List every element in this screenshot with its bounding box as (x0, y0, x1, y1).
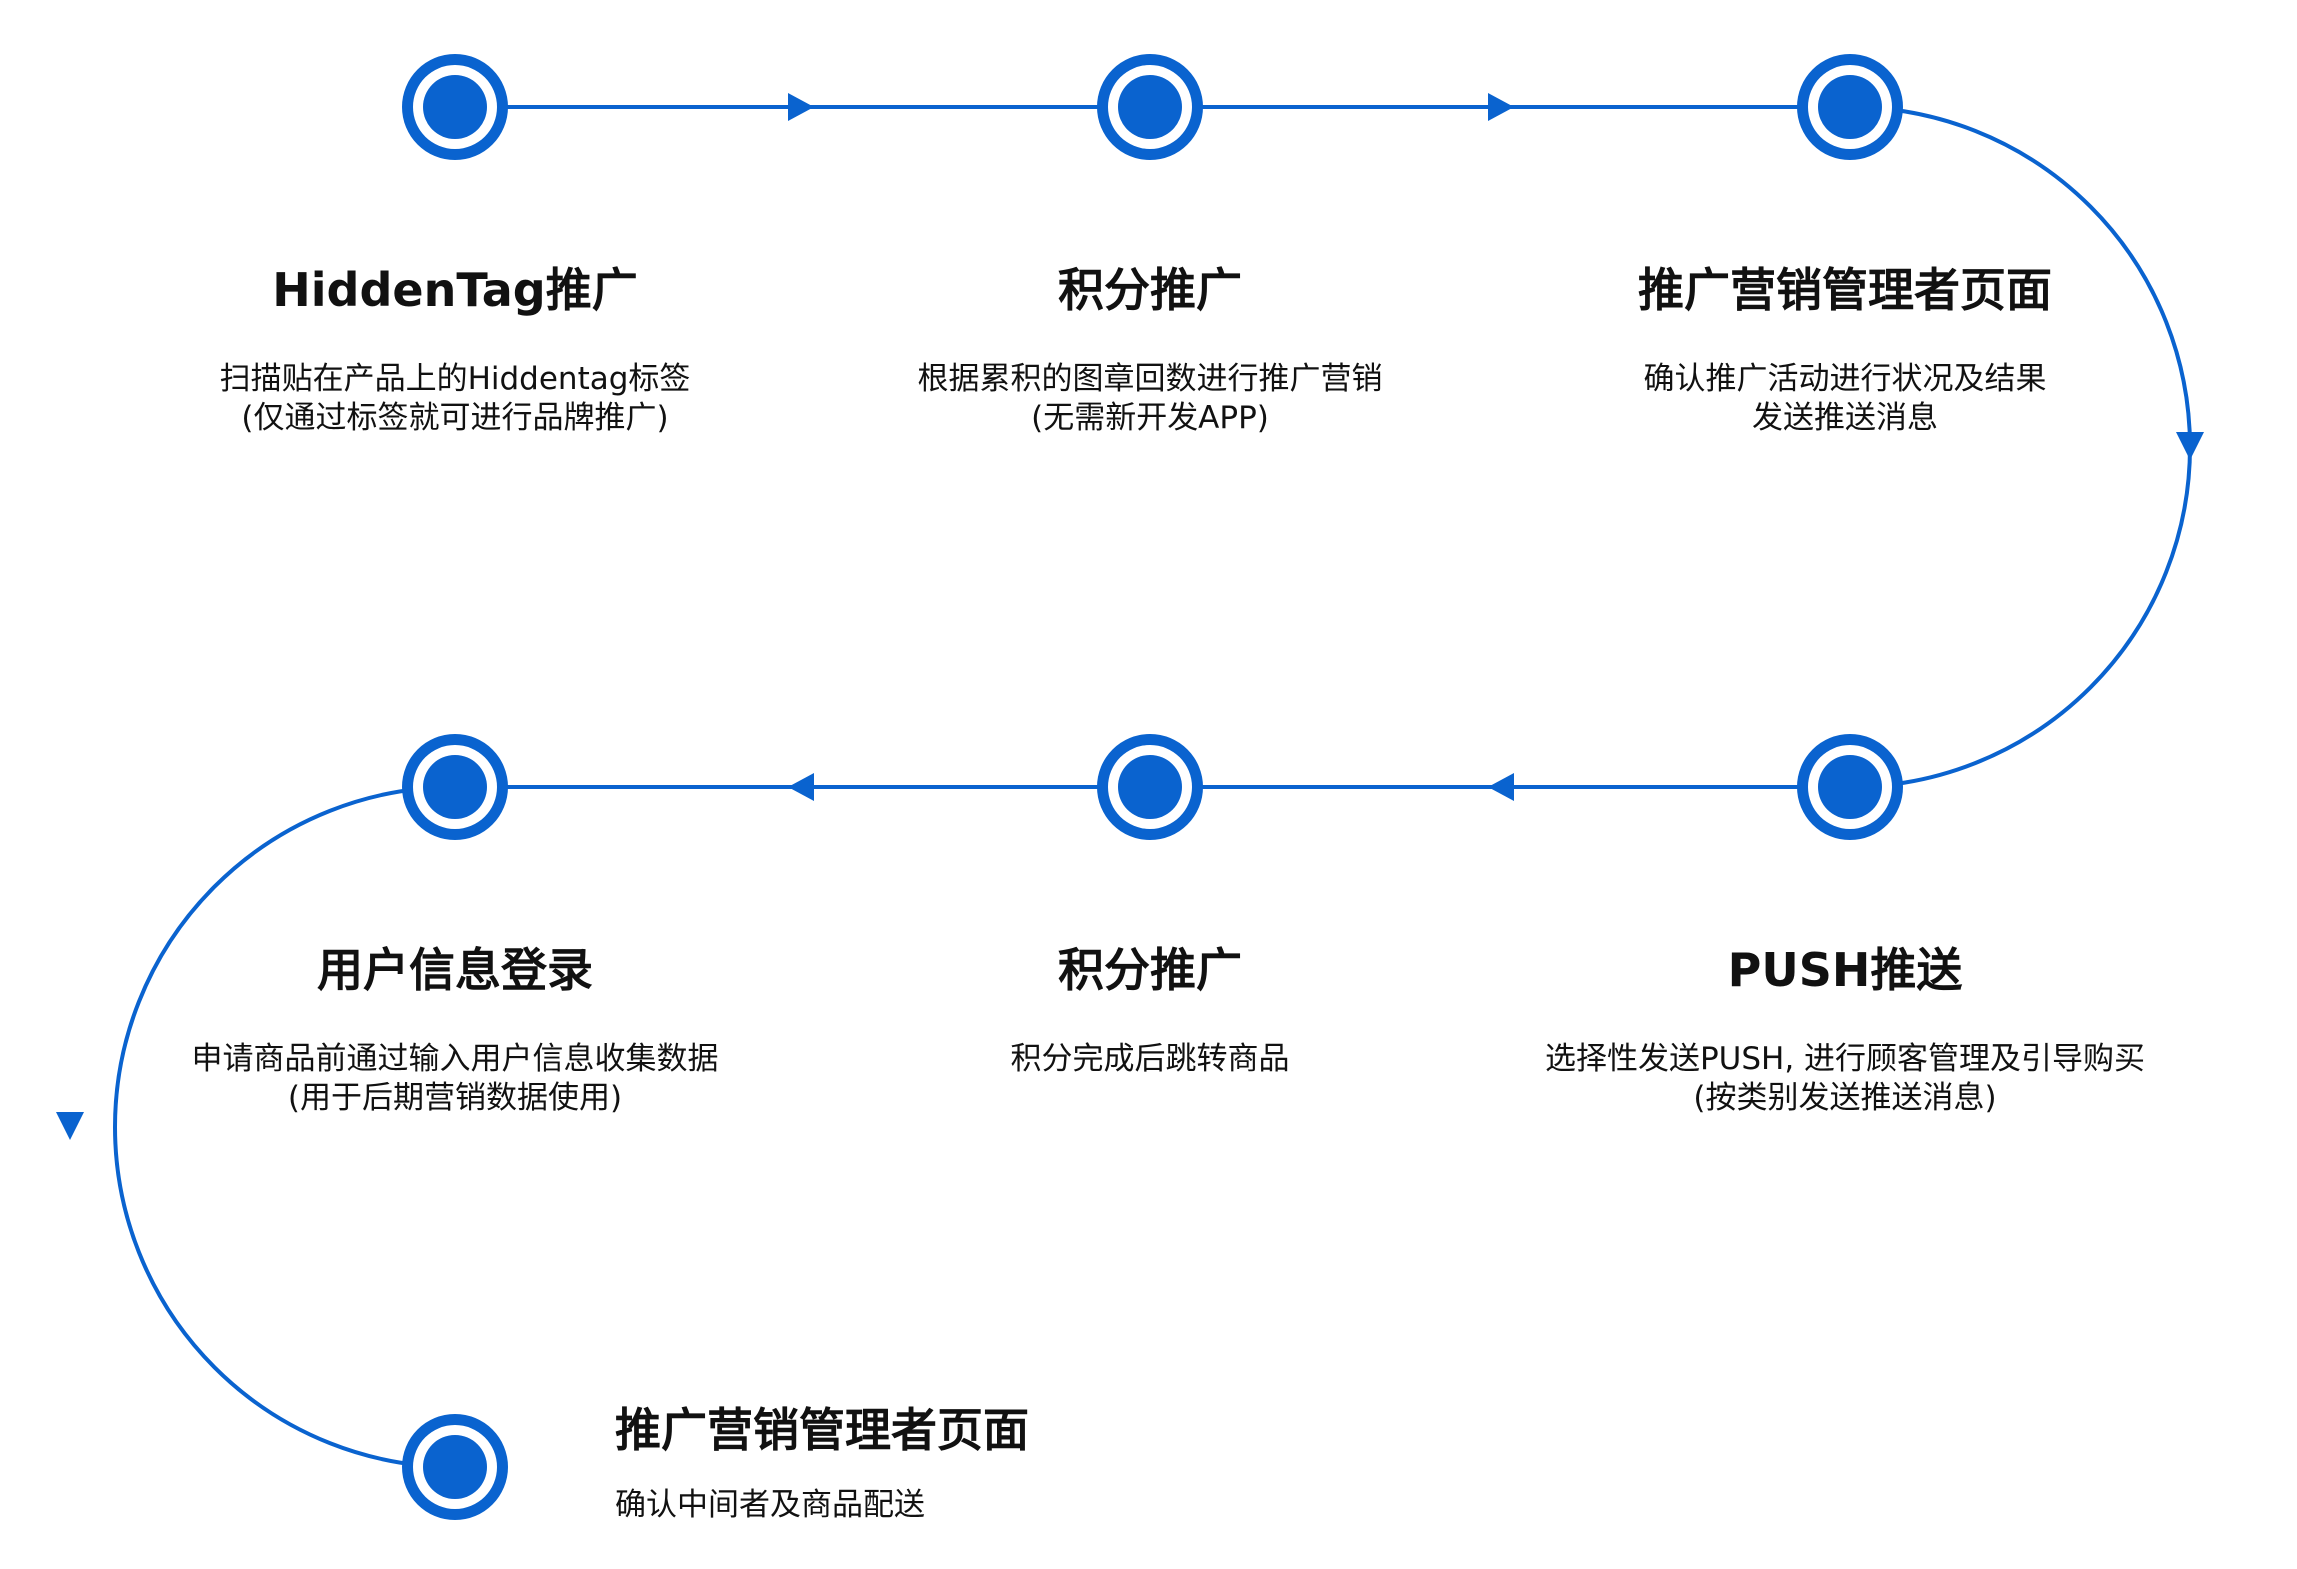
step-description: 确认中间者及商品配送 (615, 1486, 1315, 1525)
step-description-line: 积分完成后跳转商品 (1010, 1041, 1290, 1077)
step-description-line: (按类别发送推送消息) (1693, 1080, 1997, 1116)
step-description-line: 确认中间者及商品配送 (615, 1487, 925, 1523)
step-description-line: 选择性发送PUSH, 进行顾客管理及引导购买 (1544, 1041, 2146, 1077)
step-description-line: (仅通过标签就可进行品牌推广) (241, 400, 669, 436)
node-inner-dot (423, 75, 487, 139)
step-description-line: 确认推广活动进行状况及结果 (1643, 361, 2047, 397)
step-description: 扫描贴在产品上的Hiddentag标签 (仅通过标签就可进行品牌推广) (135, 360, 775, 438)
step-description-line: 扫描贴在产品上的Hiddentag标签 (219, 361, 691, 397)
connector-3-4 (1849, 105, 2192, 789)
step-description-line: 申请商品前通过输入用户信息收集数据 (191, 1041, 719, 1077)
node-inner-dot (1818, 75, 1882, 139)
step-user-registration: 用户信息登录 申请商品前通过输入用户信息收集数据 (用于后期营销数据使用) (135, 940, 775, 1118)
connector-6-7 (113, 785, 456, 1469)
step-node-7 (402, 1414, 508, 1520)
step-node-4 (1797, 734, 1903, 840)
step-title: PUSH推送 (1727, 943, 1963, 997)
step-node-1 (402, 54, 508, 160)
step-admin-page: 推广营销管理者页面 确认推广活动进行状况及结果 发送推送消息 (1525, 260, 2165, 438)
step-node-3 (1797, 54, 1903, 160)
node-inner-dot (423, 755, 487, 819)
arrow-left-icon (788, 773, 814, 801)
step-admin-page-final: 推广营销管理者页面 确认中间者及商品配送 (615, 1400, 1315, 1525)
node-inner-dot (1118, 75, 1182, 139)
step-description: 确认推广活动进行状况及结果 发送推送消息 (1525, 360, 2165, 438)
step-description-line: (无需新开发APP) (1031, 400, 1269, 436)
step-title: 积分推广 (1058, 943, 1242, 997)
step-description-line: 发送推送消息 (1752, 400, 1938, 436)
arrow-down-icon (56, 1112, 84, 1140)
arrow-left-icon (1488, 773, 1514, 801)
step-title: 推广营销管理者页面 (615, 1403, 1029, 1457)
step-description: 申请商品前通过输入用户信息收集数据 (用于后期营销数据使用) (135, 1040, 775, 1118)
node-inner-dot (1118, 755, 1182, 819)
step-title: 积分推广 (1058, 263, 1242, 317)
step-description-line: (用于后期营销数据使用) (287, 1080, 623, 1116)
step-description: 选择性发送PUSH, 进行顾客管理及引导购买 (按类别发送推送消息) (1525, 1040, 2165, 1118)
step-title: 推广营销管理者页面 (1638, 263, 2052, 317)
step-node-6 (402, 734, 508, 840)
step-push-notification: PUSH推送 选择性发送PUSH, 进行顾客管理及引导购买 (按类别发送推送消息… (1525, 940, 2165, 1118)
step-hiddentag-promotion: HiddenTag推广 扫描贴在产品上的Hiddentag标签 (仅通过标签就可… (135, 260, 775, 438)
step-node-2 (1097, 54, 1203, 160)
step-description-line: 根据累积的图章回数进行推广营销 (917, 361, 1383, 397)
step-description: 根据累积的图章回数进行推广营销 (无需新开发APP) (830, 360, 1470, 438)
step-title: 用户信息登录 (317, 943, 593, 997)
node-inner-dot (1818, 755, 1882, 819)
step-title: HiddenTag推广 (272, 263, 638, 317)
step-description: 积分完成后跳转商品 (830, 1040, 1470, 1079)
step-points-promotion-2: 积分推广 积分完成后跳转商品 (830, 940, 1470, 1079)
step-node-5 (1097, 734, 1203, 840)
step-points-promotion: 积分推广 根据累积的图章回数进行推广营销 (无需新开发APP) (830, 260, 1470, 438)
node-inner-dot (423, 1435, 487, 1499)
arrow-right-icon (1488, 93, 1514, 121)
arrow-right-icon (788, 93, 814, 121)
arrow-down-icon (2176, 432, 2204, 460)
